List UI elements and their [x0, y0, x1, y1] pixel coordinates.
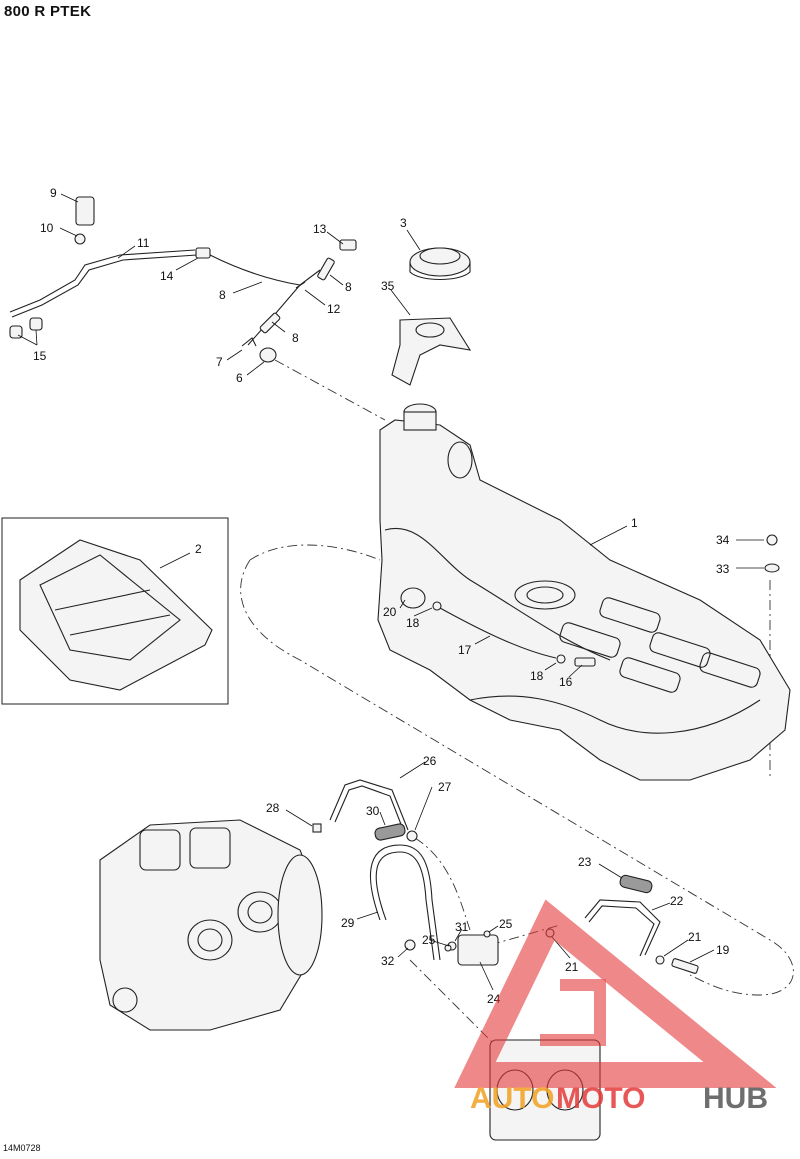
- part-16-filter: [574, 657, 596, 667]
- callout-23: 23: [578, 855, 592, 869]
- leader-path-32-to-carb: [409, 959, 511, 1061]
- callout-34: 34: [716, 533, 730, 547]
- tank-bracket: [391, 317, 472, 386]
- callout-18-b: 18: [530, 669, 544, 683]
- diagram-title: 800 R PTEK: [4, 3, 92, 20]
- callout-7: 7: [216, 355, 223, 369]
- part-18-clamp: [432, 601, 566, 664]
- vent-line-11: [9, 249, 196, 313]
- part-10-rivet: [74, 233, 86, 245]
- watermark-logo: AUTO MOTO HUB: [454, 899, 777, 1115]
- callout-22: 22: [670, 894, 684, 908]
- part-6-grommet: [259, 347, 277, 363]
- callout-21-b: 21: [565, 960, 579, 974]
- part-25-clamp: [444, 930, 491, 952]
- fuel-line-29: [369, 844, 441, 961]
- part-19-filter: [671, 958, 699, 974]
- document-id: 14M0728: [3, 1143, 41, 1153]
- callout-21-a: 21: [688, 930, 702, 944]
- inset-box-part-2: [1, 517, 229, 705]
- callout-18-a: 18: [406, 616, 420, 630]
- callout-9: 9: [50, 186, 57, 200]
- callout-15: 15: [33, 349, 47, 363]
- part-12-tee: [295, 281, 306, 289]
- callout-3: 3: [400, 216, 407, 230]
- vent-line-8: [209, 254, 321, 286]
- callout-20: 20: [383, 605, 397, 619]
- callout-13: 13: [313, 222, 327, 236]
- callout-19: 19: [716, 943, 730, 957]
- callout-12: 12: [327, 302, 341, 316]
- callout-11: 11: [137, 236, 150, 250]
- callout-25-b: 25: [422, 933, 436, 947]
- callout-2: 2: [195, 542, 202, 556]
- part-20-grommet: [400, 587, 426, 609]
- part-34-nut: [766, 534, 778, 546]
- routing-loop-path: [240, 559, 794, 996]
- part-32-clamp: [404, 939, 416, 951]
- part-17-hose: [439, 607, 557, 659]
- callout-8-b: 8: [345, 280, 352, 294]
- callout-17: 17: [458, 643, 472, 657]
- callout-16: 16: [559, 675, 573, 689]
- part-27-clamp: [406, 830, 418, 842]
- leader-path-6-to-tank: [274, 359, 386, 421]
- callout-31: 31: [455, 920, 469, 934]
- part-13-valve: [339, 239, 357, 251]
- callout-6: 6: [236, 371, 243, 385]
- routing-upper-path: [249, 544, 381, 561]
- callout-14: 14: [160, 269, 174, 283]
- engine-assembly: [99, 819, 323, 1031]
- callout-10: 10: [40, 221, 54, 235]
- callout-28: 28: [266, 801, 280, 815]
- callout-1: 1: [631, 516, 638, 530]
- fuel-line-22: [584, 899, 661, 956]
- callout-29: 29: [341, 916, 355, 930]
- fuel-cap: [409, 247, 471, 280]
- callout-27: 27: [438, 780, 452, 794]
- watermark-text-hub: HUB: [703, 1082, 768, 1115]
- callout-35: 35: [381, 279, 395, 293]
- leader-lines: [17, 193, 764, 991]
- part-15-grommets: [9, 317, 43, 339]
- part-23-sleeve: [619, 874, 653, 894]
- fuel-line-26: [329, 779, 409, 831]
- fuel-tank: [377, 403, 791, 781]
- callout-labels: 9 10 11 14 13 3 35 8 8 12 8 7 6 15 2 1 3…: [33, 186, 730, 1006]
- callout-30: 30: [366, 804, 380, 818]
- callout-8-a: 8: [219, 288, 226, 302]
- callout-33: 33: [716, 562, 730, 576]
- part-33-washer: [764, 563, 780, 573]
- part-8-hose: [259, 257, 335, 334]
- watermark-text-moto: MOTO: [556, 1082, 645, 1115]
- part-30-sleeve: [374, 823, 406, 841]
- part-14-fitting: [195, 247, 211, 259]
- callout-25-a: 25: [499, 917, 513, 931]
- callout-26: 26: [423, 754, 437, 768]
- callout-32: 32: [381, 954, 395, 968]
- part-2-pad: [19, 539, 213, 691]
- part-9-clip: [75, 196, 95, 226]
- callout-8-c: 8: [292, 331, 299, 345]
- watermark-text-auto: AUTO: [470, 1082, 554, 1115]
- part-24-fuel-pump: [457, 934, 499, 966]
- part-7-elbow: [241, 337, 257, 347]
- part-28-clamp: [312, 823, 322, 833]
- leader-path-27-to-24: [414, 837, 471, 931]
